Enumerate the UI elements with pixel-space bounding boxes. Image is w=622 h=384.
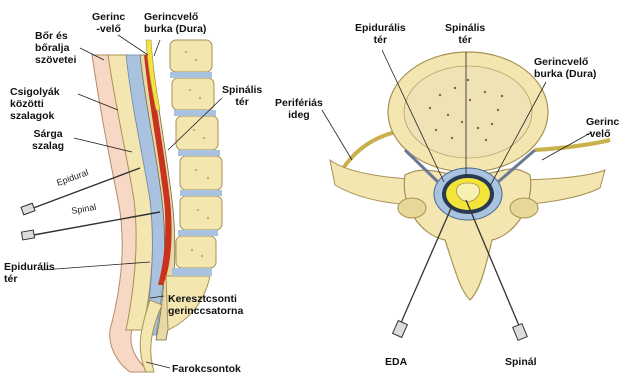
- label-eda: EDA: [385, 356, 407, 368]
- vertebral-bodies: [166, 40, 222, 330]
- label-coccyx: Farokcsontok: [172, 363, 241, 375]
- facet-left: [398, 198, 426, 218]
- label-interspinous-ligaments: Csigolyák közötti szalagok: [10, 86, 60, 122]
- label-spinal-right: Spinál: [505, 356, 537, 368]
- label-epidural-space-right: Epidurális tér: [355, 22, 406, 46]
- label-sacral-canal: Keresztcsonti gerinccsatorna: [168, 293, 243, 317]
- epidural-needle-label: Epidural: [55, 167, 89, 188]
- label-skin-tissue: Bőr és bőralja szövetei: [35, 30, 76, 66]
- axial-section: [322, 50, 610, 340]
- label-dura-right: Gerincvelő burka (Dura): [534, 56, 596, 80]
- label-peripheral-nerve: Perifériás ideg: [275, 97, 323, 121]
- facet-right: [510, 198, 538, 218]
- label-spinal-space: Spinális tér: [222, 84, 262, 108]
- label-dura: Gerincvelő burka (Dura): [144, 11, 206, 35]
- label-ligamentum-flavum: Sárga szalag: [32, 128, 64, 152]
- label-spinal-space-right: Spinális tér: [445, 22, 485, 46]
- spinal-needle-label: Spinal: [71, 202, 97, 216]
- label-epidural-space-left: Epidurális tér: [4, 261, 55, 285]
- peripheral-nerve-right: [535, 140, 610, 150]
- label-spinal-cord-right: Gerinc -velő: [586, 116, 619, 140]
- label-spinal-cord: Gerinc -velő: [92, 11, 125, 35]
